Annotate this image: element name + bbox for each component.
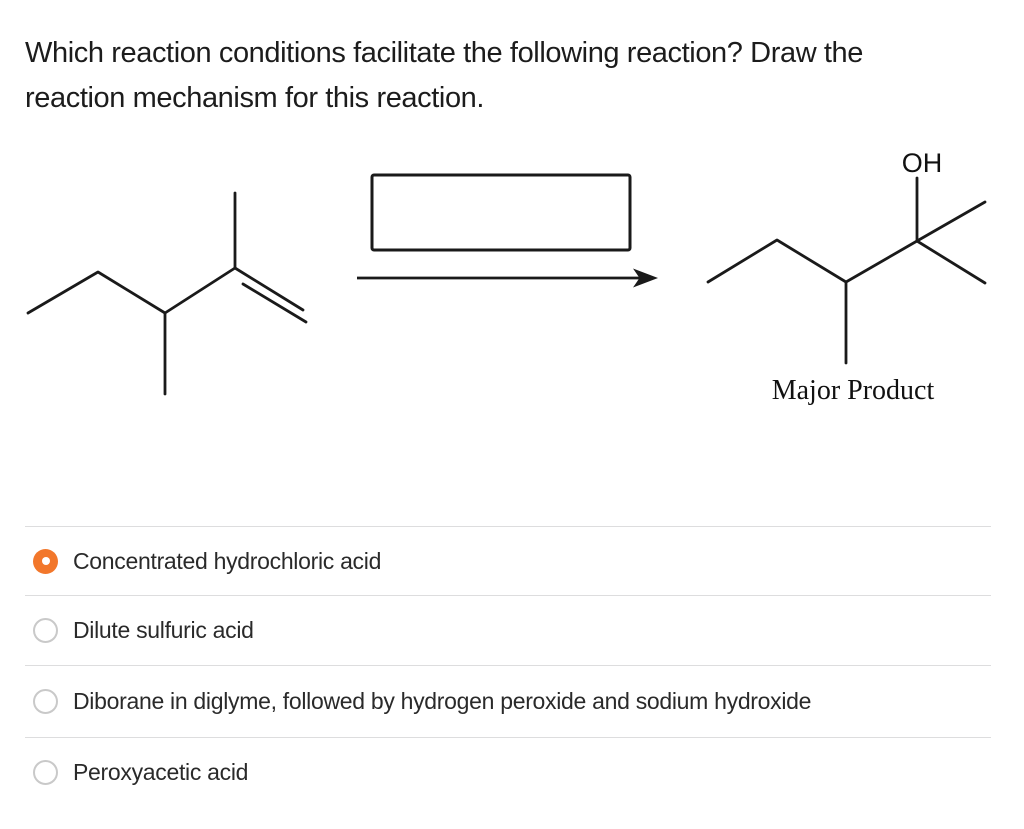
question-text: Which reaction conditions facilitate the… xyxy=(25,31,863,121)
reaction-arrow-head xyxy=(633,268,658,288)
reactant-main-chain xyxy=(26,266,305,315)
option-label[interactable]: Peroxyacetic acid xyxy=(73,759,249,785)
question-line-2: reaction mechanism for this reaction. xyxy=(25,82,485,114)
product-main-chain xyxy=(706,238,919,284)
option-label[interactable]: Concentrated hydrochloric acid xyxy=(73,547,382,574)
option-row-peroxyacetic-acid[interactable]: Peroxyacetic acid xyxy=(25,737,991,807)
product-c2-methyl-upper-bond xyxy=(915,200,987,243)
radio-inner-dot xyxy=(41,557,50,565)
product-c2-methyl-lower-bond xyxy=(915,239,987,285)
radio-selected-icon[interactable] xyxy=(33,548,58,574)
radio-unselected-icon[interactable] xyxy=(33,760,58,785)
reaction-scheme: OH Major Product xyxy=(26,148,987,406)
option-row-concentrated-hydrochloric-acid[interactable]: Concentrated hydrochloric acid xyxy=(25,526,991,595)
hydroxyl-label: OH xyxy=(902,148,943,178)
reaction-arrow xyxy=(357,268,658,288)
option-row-diborane-in-diglyme[interactable]: Diborane in diglyme, followed by hydroge… xyxy=(25,665,991,737)
reactant-structure xyxy=(26,191,308,396)
option-label[interactable]: Diborane in diglyme, followed by hydroge… xyxy=(73,688,812,714)
option-row-dilute-sulfuric-acid[interactable]: Dilute sulfuric acid xyxy=(25,595,991,665)
product-caption: Major Product xyxy=(772,375,935,406)
radio-unselected-icon[interactable] xyxy=(33,689,58,714)
radio-unselected-icon[interactable] xyxy=(33,618,58,643)
question-line-1: Which reaction conditions facilitate the… xyxy=(25,37,864,69)
product-structure xyxy=(706,176,987,365)
reagent-box xyxy=(370,173,632,252)
option-label[interactable]: Dilute sulfuric acid xyxy=(73,617,254,643)
answer-options-list: Concentrated hydrochloric acid Dilute su… xyxy=(25,526,991,807)
reactant-double-bond-inner-line xyxy=(241,282,308,324)
